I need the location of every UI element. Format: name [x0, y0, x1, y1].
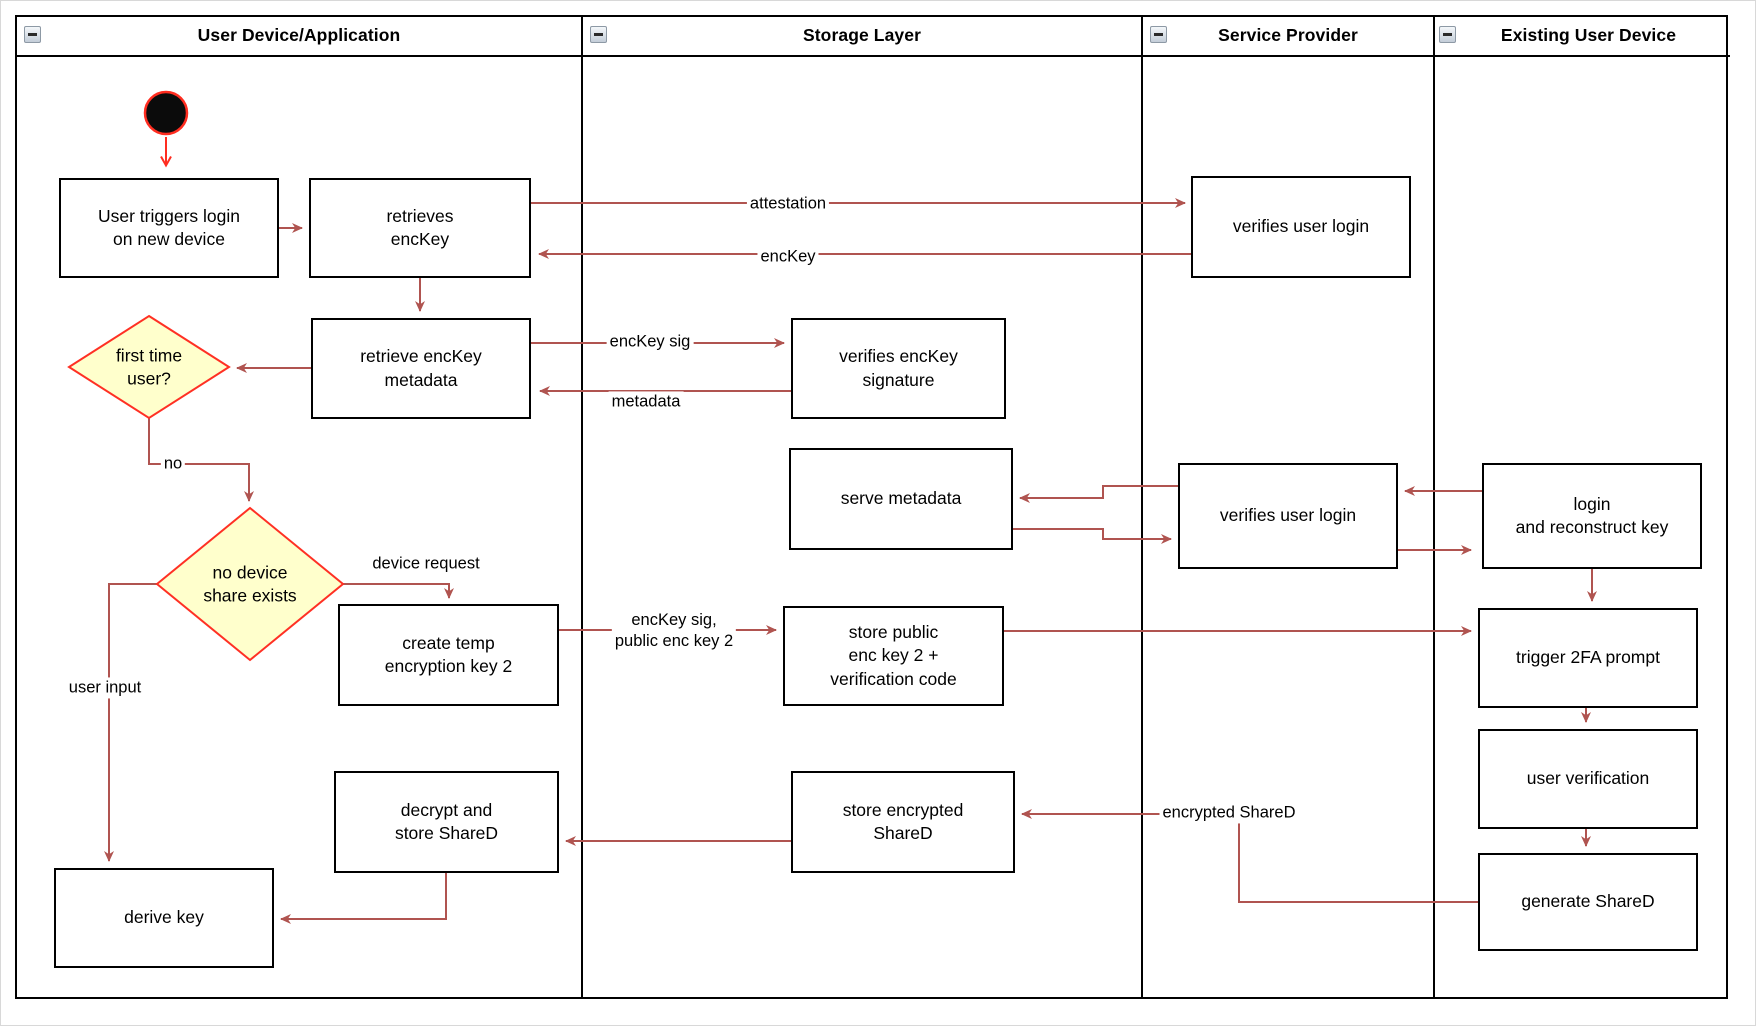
lane-divider-1	[581, 15, 583, 999]
collapse-icon[interactable]	[1439, 26, 1456, 43]
edge-label-device-request[interactable]: device request	[369, 553, 483, 575]
lane-title-service-provider: Service Provider	[1218, 24, 1358, 45]
node-decrypt-and-store-shared[interactable]: decrypt and store ShareD	[334, 771, 559, 873]
collapse-icon[interactable]	[590, 26, 607, 43]
decision-first-time-user-label: first time user?	[115, 345, 183, 388]
decision-no-device-share-label: no device share exists	[203, 562, 297, 605]
edge-label-no[interactable]: no	[160, 453, 186, 475]
node-serve-metadata[interactable]: serve metadata	[789, 448, 1013, 550]
collapse-icon[interactable]	[24, 26, 41, 43]
edge-label-attestation[interactable]: attestation	[746, 193, 830, 215]
node-login-and-reconstruct-key[interactable]: login and reconstruct key	[1482, 463, 1702, 569]
edge-label-encrypted-shared[interactable]: encrypted ShareD	[1159, 802, 1299, 824]
node-store-encrypted-shared[interactable]: store encrypted ShareD	[791, 771, 1015, 873]
edge-label-enckey[interactable]: encKey	[757, 246, 819, 268]
node-verifies-enckey-signature[interactable]: verifies encKey signature	[791, 318, 1006, 419]
lane-divider-2	[1141, 15, 1143, 999]
node-trigger-2fa-prompt[interactable]: trigger 2FA prompt	[1478, 608, 1698, 708]
node-store-public-enc-key-2[interactable]: store public enc key 2 + verification co…	[783, 606, 1004, 706]
lane-title-storage-layer: Storage Layer	[802, 24, 921, 45]
node-derive-key[interactable]: derive key	[54, 868, 274, 968]
collapse-icon[interactable]	[1150, 26, 1167, 43]
swimlane-pool	[15, 15, 1728, 999]
edge-label-metadata[interactable]: metadata	[608, 391, 684, 413]
lane-title-existing-user-device: Existing User Device	[1500, 24, 1677, 45]
lane-divider-3	[1433, 15, 1435, 999]
node-retrieve-enckey-metadata[interactable]: retrieve encKey metadata	[311, 318, 531, 419]
node-verifies-user-login-1[interactable]: verifies user login	[1191, 176, 1411, 278]
lane-header-separator	[15, 55, 1730, 57]
node-generate-shared[interactable]: generate ShareD	[1478, 853, 1698, 951]
node-create-temp-encryption-key-2[interactable]: create temp encryption key 2	[338, 604, 559, 706]
edge-label-enckey-sig-public[interactable]: encKey sig, public enc key 2	[611, 609, 737, 653]
node-verifies-user-login-2[interactable]: verifies user login	[1178, 463, 1398, 569]
node-user-verification[interactable]: user verification	[1478, 729, 1698, 829]
node-retrieves-enckey[interactable]: retrieves encKey	[309, 178, 531, 278]
node-user-triggers-login[interactable]: User triggers login on new device	[59, 178, 279, 278]
edge-label-enckey-sig[interactable]: encKey sig	[606, 331, 694, 353]
edge-label-user-input[interactable]: user input	[65, 677, 145, 699]
lane-title-user-device: User Device/Application	[197, 24, 401, 45]
